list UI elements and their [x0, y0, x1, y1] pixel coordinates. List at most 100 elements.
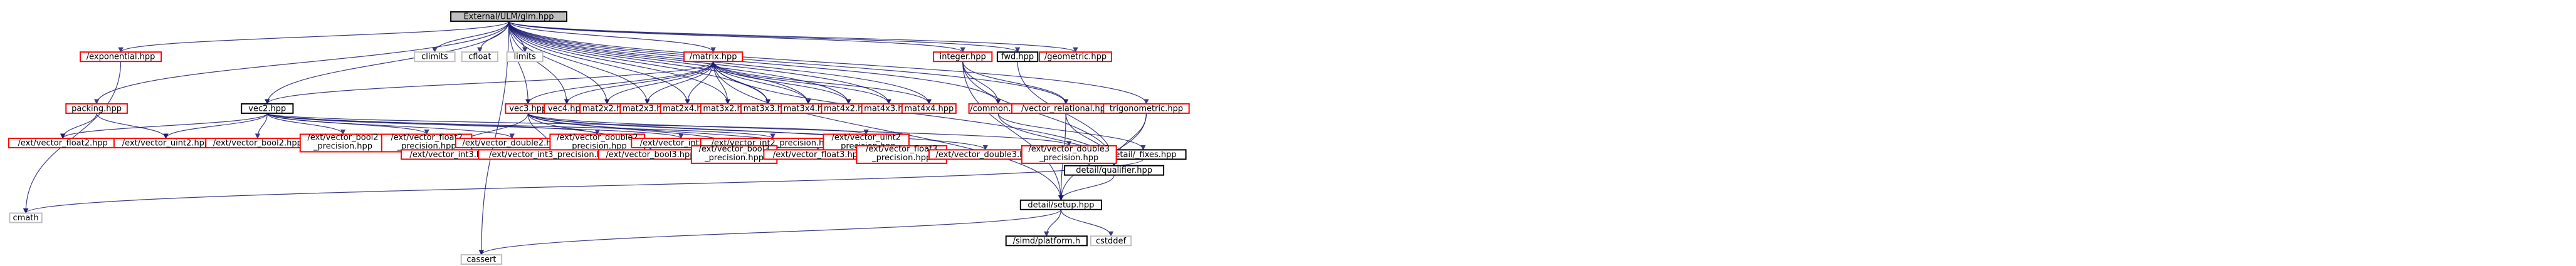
node-evb3p[interactable]: /ext/vector_bool3_precision.hpp	[690, 145, 778, 164]
node-box	[1039, 51, 1112, 63]
node-vec2[interactable]: vec2.hpp	[241, 103, 294, 114]
node-box	[1019, 199, 1103, 210]
edge-root-to-mat2x2	[508, 21, 610, 105]
node-geometric[interactable]: /geometric.hpp	[1039, 51, 1112, 63]
edge-matrix-to-setup	[713, 61, 1064, 201]
node-box	[1103, 103, 1190, 114]
edge-root-to-mat2x4	[508, 21, 690, 105]
node-fixes[interactable]: detail/_fixes.hpp	[1100, 149, 1187, 160]
node-label: /ext/vector_uint2.hpp	[122, 139, 209, 148]
node-box	[506, 51, 544, 63]
node-evd3[interactable]: /ext/vector_double3.hpp	[928, 149, 1043, 160]
node-label: mat4x4.hpp	[904, 104, 954, 113]
node-evi3p[interactable]: /ext/vector_int3_precision.hpp	[478, 149, 624, 160]
node-box	[461, 51, 498, 63]
node-label: /ext/vector_double3	[1028, 145, 1110, 154]
node-evb2[interactable]: /ext/vector_bool2.hpp	[205, 138, 310, 148]
node-evd2[interactable]: /ext/vector_double2.hpp	[455, 138, 569, 148]
node-label: /vector_relational.hpp	[1021, 104, 1110, 113]
node-vec4[interactable]: vec4.hpp	[544, 103, 590, 114]
node-label: vec3.hpp	[509, 104, 547, 113]
node-mat4x4[interactable]: mat4x4.hpp	[901, 103, 957, 114]
node-qualifier[interactable]: detail/qualifier.hpp	[1064, 165, 1165, 176]
edge-root-to-mat3x4	[508, 21, 811, 105]
node-evu2[interactable]: /ext/vector_uint2.hpp	[113, 138, 219, 148]
node-label: /ext/vector_double3.hpp	[935, 150, 1035, 160]
node-box	[933, 51, 993, 63]
node-exponential[interactable]: /exponential.hpp	[80, 51, 162, 63]
node-evd3p[interactable]: /ext/vector_double3_precision.hpp	[1021, 145, 1117, 164]
node-label: mat3x4.hpp	[784, 104, 833, 113]
node-box	[65, 103, 128, 114]
node-box	[299, 133, 387, 153]
node-label: /ext/vector_bool2.hpp	[213, 139, 302, 148]
edge-matrix-to-mat2x4	[685, 61, 714, 105]
node-packing[interactable]: packing.hpp	[65, 103, 128, 114]
edge-root-to-vec2	[265, 21, 510, 105]
edge-qualifier-to-setup	[1058, 175, 1115, 201]
node-label: limits	[514, 53, 537, 62]
node-root[interactable]: External/ULM/glm.hpp	[450, 11, 567, 22]
edge-root-to-vec3	[508, 21, 531, 105]
edge-vec3-to-evd3p	[527, 113, 1072, 146]
node-label: /ext/vector_double2	[557, 133, 638, 143]
node-box	[414, 51, 456, 63]
node-label: detail/setup.hpp	[1028, 200, 1094, 210]
node-vec3[interactable]: vec3.hpp	[505, 103, 552, 114]
edge-root-to-exponential	[118, 21, 510, 53]
edge-root-to-integer	[508, 21, 965, 53]
edge-matrix-to-mat4x2	[713, 61, 851, 105]
node-label: /ext/vector_int3.hpp	[410, 150, 492, 160]
node-label: mat2x4.hpp	[663, 104, 712, 113]
edge-vec3-to-evd3	[527, 113, 988, 151]
node-label: mat3x3.hpp	[744, 104, 793, 113]
edge-vec2-to-evf2	[60, 113, 268, 139]
edge-matrix-to-mat3x2	[713, 61, 730, 105]
node-label: /ext/vector_double2.hpp	[462, 139, 562, 148]
node-label: integer.hpp	[940, 53, 986, 62]
node-label: cstddef	[1096, 237, 1127, 246]
edge-vec2-to-evi2p	[266, 113, 775, 139]
node-cmath: cmath	[9, 212, 43, 223]
node-cfloat: cfloat	[461, 51, 498, 63]
node-matrix[interactable]: /matrix.hpp	[683, 51, 744, 63]
node-label: _precision.hpp	[313, 142, 372, 151]
node-label: _precision.hpp	[567, 142, 627, 151]
edge-vec2-to-evb2	[255, 113, 268, 139]
edge-fixes-to-cmath	[23, 158, 1143, 214]
edge-exponential-to-cmath	[23, 61, 122, 214]
node-platform[interactable]: /simd/platform.h	[1005, 235, 1088, 247]
node-evf2[interactable]: /ext/vector_float2.hpp	[8, 138, 118, 148]
edge-root-to-matrix	[508, 21, 716, 53]
edge-packing-to-evf2	[60, 113, 97, 139]
node-setup[interactable]: detail/setup.hpp	[1019, 199, 1103, 210]
edge-integer-to-setup	[962, 61, 1064, 201]
edge-matrix-to-mat2x3	[644, 61, 714, 105]
node-evf3[interactable]: /ext/vector_float3.hpp	[763, 149, 873, 160]
node-box	[80, 51, 162, 63]
node-label: /ext/vector_float2.hpp	[18, 139, 107, 148]
node-evb3[interactable]: /ext/vector_bool3.hpp	[597, 149, 703, 160]
node-fwd[interactable]: fwd.hpp	[996, 51, 1039, 63]
edge-vec2-to-evi2	[266, 113, 684, 139]
node-label: mat4x3.hpp	[864, 104, 913, 113]
edge-integer-to-common	[962, 61, 1001, 105]
node-label: cmath	[13, 213, 39, 223]
node-label: _precision.hpp	[397, 142, 456, 151]
node-cassert: cassert	[460, 254, 503, 265]
node-evd2p[interactable]: /ext/vector_double2_precision.hpp	[549, 133, 646, 153]
node-box	[1090, 235, 1132, 247]
node-evb2p[interactable]: /ext/vector_bool2_precision.hpp	[299, 133, 387, 153]
node-label: _precision.hpp	[871, 153, 931, 163]
node-label: vec2.hpp	[248, 104, 286, 113]
edge-matrix-to-mat4x4	[713, 61, 932, 105]
node-evi3[interactable]: /ext/vector_int3.hpp	[401, 149, 502, 160]
node-label: /ext/vector_float3	[866, 145, 938, 154]
node-label: _precision.hpp	[704, 153, 764, 163]
edge-root-to-climits	[432, 21, 510, 53]
node-box	[1064, 165, 1165, 176]
node-label: /ext/vector_int3_precision.hpp	[489, 150, 612, 160]
node-integer[interactable]: integer.hpp	[933, 51, 993, 63]
node-label: detail/_fixes.hpp	[1110, 150, 1177, 160]
node-trig[interactable]: trigonometric.hpp	[1103, 103, 1190, 114]
